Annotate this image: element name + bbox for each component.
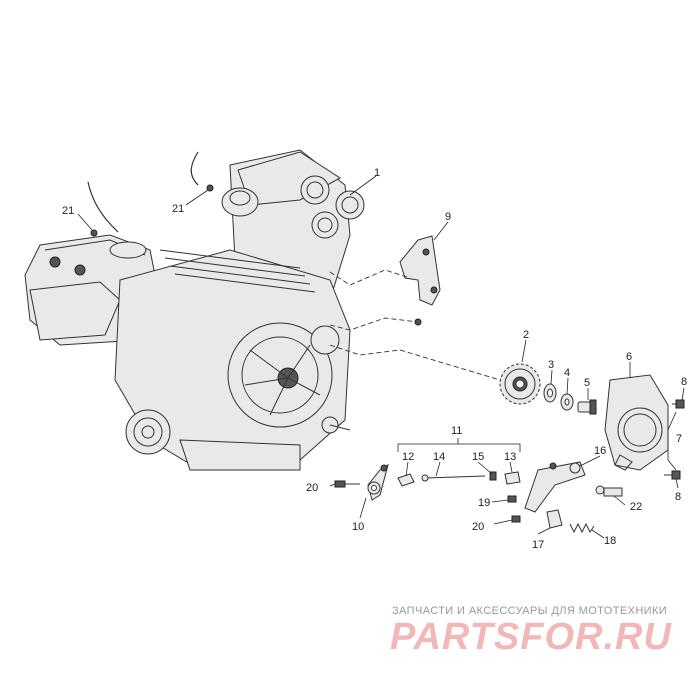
pedal-screw (511, 515, 521, 523)
screw-upper (672, 399, 685, 409)
sprocket-cover (604, 374, 669, 471)
callout-9: 9 (445, 211, 451, 223)
callout-14: 14 (433, 451, 445, 463)
callout-20-lower: 20 (472, 521, 484, 533)
callout-10: 10 (352, 521, 364, 533)
shift-rod (421, 474, 486, 482)
return-spring (569, 522, 595, 534)
shift-lever (367, 463, 389, 501)
callout-labels: 1 2 3 4 5 6 7 8 8 9 10 11 12 13 14 15 16… (62, 167, 687, 551)
gear-pedal (524, 461, 586, 513)
callout-8-lower: 8 (675, 491, 681, 503)
sprocket-bolt (577, 399, 597, 415)
washer (543, 383, 557, 403)
callout-12: 12 (402, 451, 414, 463)
breather-hose-top (190, 151, 214, 192)
callout-2: 2 (523, 329, 529, 341)
callout-13: 13 (504, 451, 516, 463)
dash-line-sprocket (329, 344, 501, 381)
lock-nut (489, 471, 497, 481)
callout-21-left: 21 (62, 205, 74, 217)
callout-3: 3 (548, 359, 554, 371)
callout-6: 6 (626, 351, 632, 363)
dash-line-bracket-lower (329, 317, 419, 331)
engine-assembly (24, 149, 365, 471)
pedal-bushing (546, 509, 563, 529)
callout-20-left: 20 (306, 482, 318, 494)
callout-5: 5 (584, 377, 590, 389)
callout-8-upper: 8 (681, 376, 687, 388)
callout-1: 1 (374, 167, 380, 179)
lever-screw (334, 480, 360, 488)
group-bracket-11 (397, 438, 521, 452)
watermark-subtitle: ЗАПЧАСТИ И АКСЕССУАРЫ ДЛЯ МОТОТЕХНИКИ (392, 605, 668, 617)
screw-lower (664, 470, 681, 480)
callout-15: 15 (472, 451, 484, 463)
front-sprocket (499, 363, 541, 405)
callout-22: 22 (630, 501, 642, 513)
callout-21-top: 21 (172, 203, 184, 215)
pedal-pin (507, 495, 517, 503)
callout-18: 18 (604, 535, 616, 547)
callout-17: 17 (532, 539, 544, 551)
callout-7: 7 (676, 433, 682, 445)
rod-end-right (504, 471, 521, 485)
callout-16: 16 (594, 445, 606, 457)
callout-4: 4 (564, 367, 570, 379)
watermark-brand-logo: PARTSFOR.RU (390, 616, 672, 658)
mounting-bracket (399, 235, 441, 326)
breather-hose-left (87, 181, 119, 237)
lock-washer (560, 393, 574, 411)
dash-line-bracket-upper (329, 269, 411, 286)
callout-19: 19 (478, 497, 490, 509)
leader-lines (77, 175, 685, 539)
pedal-bolt (595, 485, 623, 497)
callout-11: 11 (451, 425, 462, 437)
